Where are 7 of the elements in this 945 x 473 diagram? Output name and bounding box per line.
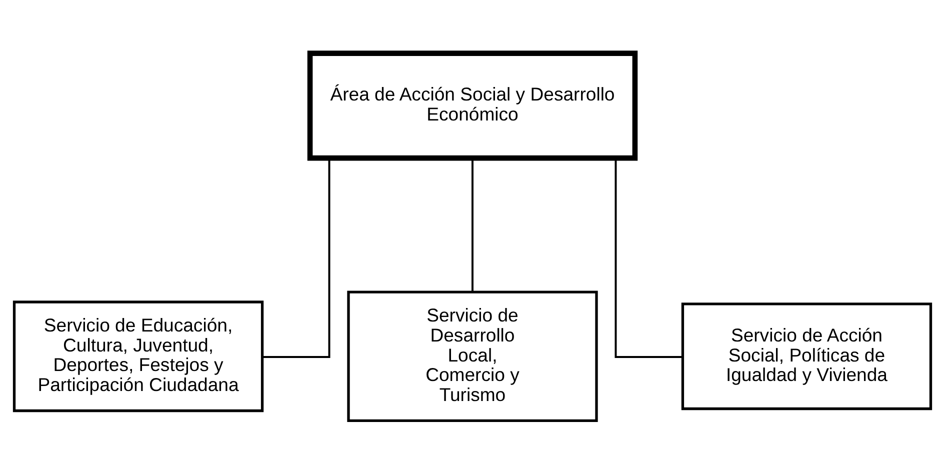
connector — [614, 158, 683, 358]
connector — [262, 158, 330, 358]
connector — [472, 158, 474, 292]
node-box: Servicio de Acción Social, Políticas de Igualdad y Vivienda — [681, 302, 932, 410]
node-box: Área de Acción Social y Desarrollo Económico — [307, 50, 638, 160]
node-box: Servicio de Educación, Cultura, Juventud, Deportes, Festejos y Participación Ciudadana — [12, 300, 264, 412]
node-box: Servicio de Desarrollo Local, Comercio y Turismo — [347, 290, 598, 422]
